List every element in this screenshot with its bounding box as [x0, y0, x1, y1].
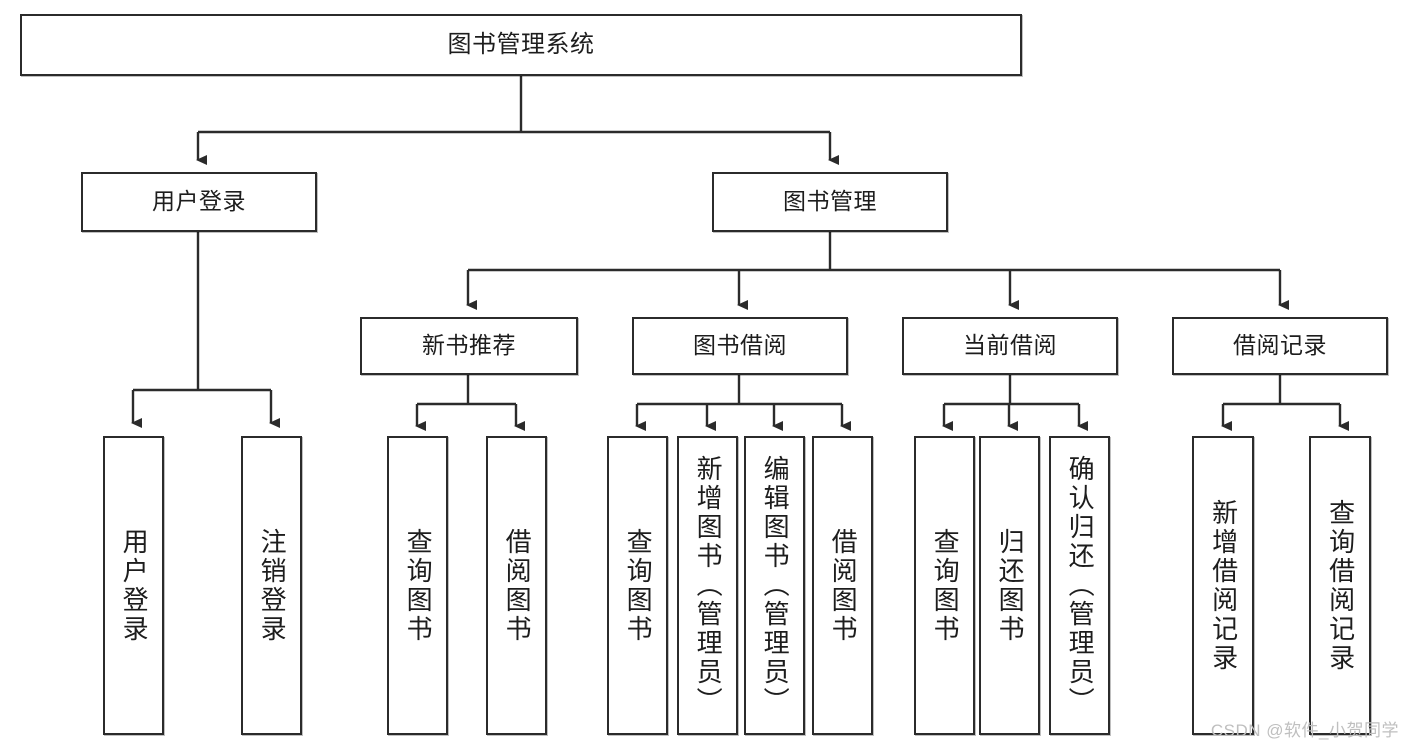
node-label: 确认归还（管理员） — [1065, 455, 1096, 716]
node-label: 图书管理系统 — [447, 30, 595, 58]
node-current-borrow[interactable]: 当前借阅 — [902, 317, 1118, 375]
leaf-book-borrow-edit-book-admin[interactable]: 编辑图书（管理员） — [744, 436, 805, 735]
node-label: 查询图书 — [403, 527, 434, 644]
leaf-user-login-logout[interactable]: 注销登录 — [241, 436, 302, 735]
leaf-book-borrow-query-book[interactable]: 查询图书 — [607, 436, 668, 735]
node-label: 新增借阅记录 — [1208, 498, 1239, 673]
node-new-book-recommend[interactable]: 新书推荐 — [360, 317, 578, 375]
node-label: 新书推荐 — [422, 332, 516, 359]
node-label: 图书管理 — [783, 188, 877, 215]
node-label: 借阅图书 — [502, 527, 533, 644]
node-label: 查询图书 — [930, 527, 961, 644]
leaf-new-book-query-book[interactable]: 查询图书 — [387, 436, 448, 735]
node-label: 查询图书 — [623, 527, 654, 644]
leaf-new-book-borrow-book[interactable]: 借阅图书 — [486, 436, 547, 735]
leaf-current-borrow-return-book[interactable]: 归还图书 — [979, 436, 1040, 735]
node-book-borrow[interactable]: 图书借阅 — [632, 317, 848, 375]
leaf-user-login-login[interactable]: 用户登录 — [103, 436, 164, 735]
leaf-book-borrow-add-book-admin[interactable]: 新增图书（管理员） — [677, 436, 738, 735]
node-borrow-record[interactable]: 借阅记录 — [1172, 317, 1388, 375]
node-label: 用户登录 — [119, 527, 150, 644]
node-book-management[interactable]: 图书管理 — [712, 172, 948, 232]
node-label: 借阅图书 — [828, 527, 859, 644]
leaf-borrow-record-add-record[interactable]: 新增借阅记录 — [1192, 436, 1254, 735]
leaf-current-borrow-confirm-return-admin[interactable]: 确认归还（管理员） — [1049, 436, 1110, 735]
node-label: 当前借阅 — [963, 332, 1057, 359]
node-label: 用户登录 — [152, 188, 246, 215]
leaf-current-borrow-query-book[interactable]: 查询图书 — [914, 436, 975, 735]
leaf-borrow-record-query-record[interactable]: 查询借阅记录 — [1309, 436, 1371, 735]
leaf-book-borrow-borrow-book[interactable]: 借阅图书 — [812, 436, 873, 735]
node-user-login[interactable]: 用户登录 — [81, 172, 317, 232]
node-label: 新增图书（管理员） — [693, 455, 724, 716]
node-label: 查询借阅记录 — [1325, 498, 1356, 673]
node-label: 编辑图书（管理员） — [760, 455, 791, 716]
node-label: 图书借阅 — [693, 332, 787, 359]
node-root-book-management-system[interactable]: 图书管理系统 — [20, 14, 1022, 76]
node-label: 归还图书 — [995, 527, 1026, 644]
watermark-text: CSDN @软件_小贺同学 — [1210, 721, 1399, 740]
node-label: 注销登录 — [257, 527, 288, 644]
node-label: 借阅记录 — [1233, 332, 1327, 359]
